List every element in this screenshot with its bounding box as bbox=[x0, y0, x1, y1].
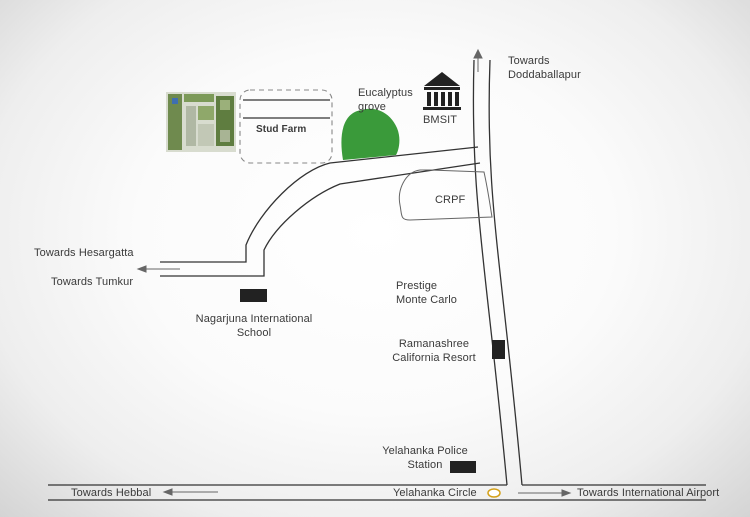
stud-farm-road bbox=[243, 99, 330, 119]
west-road bbox=[160, 146, 481, 277]
eucalyptus-grove-label: Eucalyptus grove bbox=[358, 86, 413, 114]
label-line: Towards bbox=[508, 55, 550, 67]
stud-farm-boundary bbox=[239, 89, 333, 164]
police-station-marker bbox=[450, 461, 476, 473]
main-road bbox=[472, 59, 523, 486]
police-station-label: Yelahanka Police Station bbox=[378, 444, 472, 472]
arrow-left-icon bbox=[162, 488, 218, 496]
label-line: School bbox=[236, 327, 272, 339]
label-line: grove bbox=[358, 101, 387, 113]
towards-hesargatta-label: Towards Hesargatta bbox=[34, 247, 134, 259]
bottom-road bbox=[48, 484, 706, 501]
label-line: Ramanashree bbox=[398, 338, 470, 350]
site-plan-thumbnail bbox=[166, 92, 236, 152]
label-line: Eucalyptus bbox=[358, 87, 413, 99]
label-line: California Resort bbox=[392, 352, 476, 364]
ramanashree-resort-label: Ramanashree California Resort bbox=[388, 337, 480, 365]
prestige-monte-carlo-label: Prestige Monte Carlo bbox=[396, 279, 457, 307]
towards-airport-label: Towards International Airport bbox=[577, 487, 720, 499]
label-line: Doddaballapur bbox=[508, 69, 581, 81]
crpf-label: CRPF bbox=[435, 194, 466, 206]
label-line: Nagarjuna International bbox=[195, 313, 313, 325]
stud-farm-label: Stud Farm bbox=[256, 124, 307, 135]
label-line: Monte Carlo bbox=[396, 294, 458, 306]
bmsit-label: BMSIT bbox=[423, 114, 458, 126]
arrow-left-icon bbox=[136, 265, 180, 273]
nagarjuna-school-marker bbox=[240, 289, 267, 302]
label-line: Yelahanka Police bbox=[382, 445, 468, 457]
nagarjuna-school-label: Nagarjuna International School bbox=[188, 312, 320, 340]
yelahanka-circle-marker bbox=[487, 488, 501, 498]
towards-hebbal-label: Towards Hebbal bbox=[71, 487, 152, 499]
crpf-area bbox=[398, 169, 493, 221]
towards-tumkur-label: Towards Tumkur bbox=[51, 276, 134, 288]
yelahanka-circle-label: Yelahanka Circle bbox=[393, 487, 477, 499]
towards-doddaballapur-label: Towards Doddaballapur bbox=[508, 54, 581, 82]
label-line: Station bbox=[407, 459, 443, 471]
label-line: Prestige bbox=[396, 280, 438, 292]
eucalyptus-grove bbox=[341, 108, 400, 160]
arrow-right-icon bbox=[518, 489, 572, 497]
arrow-up-icon bbox=[473, 48, 483, 72]
museum-icon bbox=[423, 72, 461, 110]
ramanashree-resort-marker bbox=[492, 340, 505, 359]
